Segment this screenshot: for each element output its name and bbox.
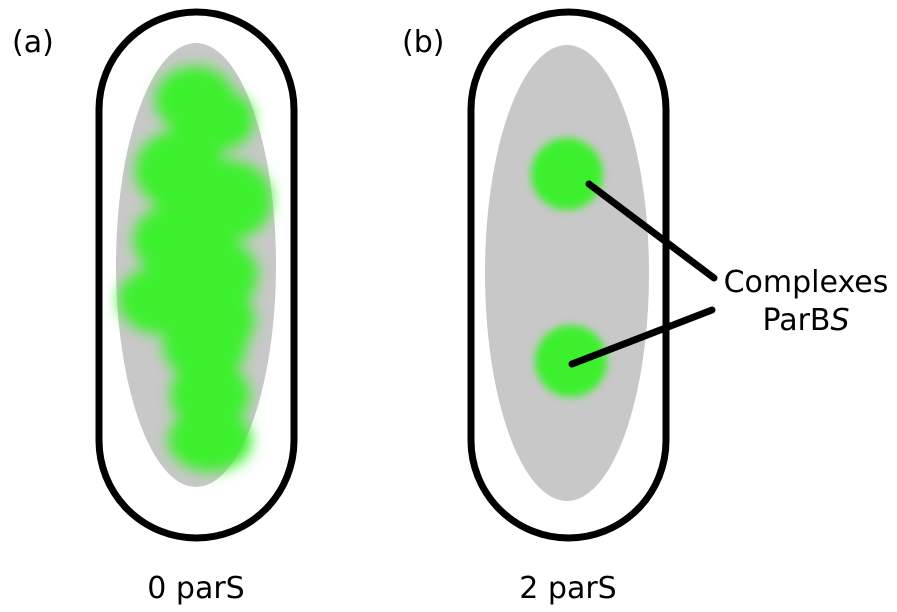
panel-a-letter: (a) (12, 25, 54, 60)
panel-b-letter: (b) (402, 25, 445, 60)
callout-parb-text: ParB (762, 303, 831, 338)
callout-s-italic: S (830, 303, 850, 338)
nucleoid-b (485, 45, 649, 501)
parbs-focus-top (531, 138, 603, 210)
panel-b (467, 8, 718, 542)
panel-a-condition-label: 0 parS (147, 571, 245, 606)
panel-a (95, 8, 298, 542)
callout-line-2: ParBS (706, 302, 897, 340)
callout-line-top (585, 180, 718, 282)
callout-line-bottom (568, 306, 716, 368)
callout-line-1: Complexes (723, 265, 889, 300)
parbs-complexes-callout: Complexes ParBS (706, 264, 897, 340)
diffuse-parb-signal (118, 66, 272, 472)
panel-b-condition-label: 2 parS (519, 571, 617, 606)
